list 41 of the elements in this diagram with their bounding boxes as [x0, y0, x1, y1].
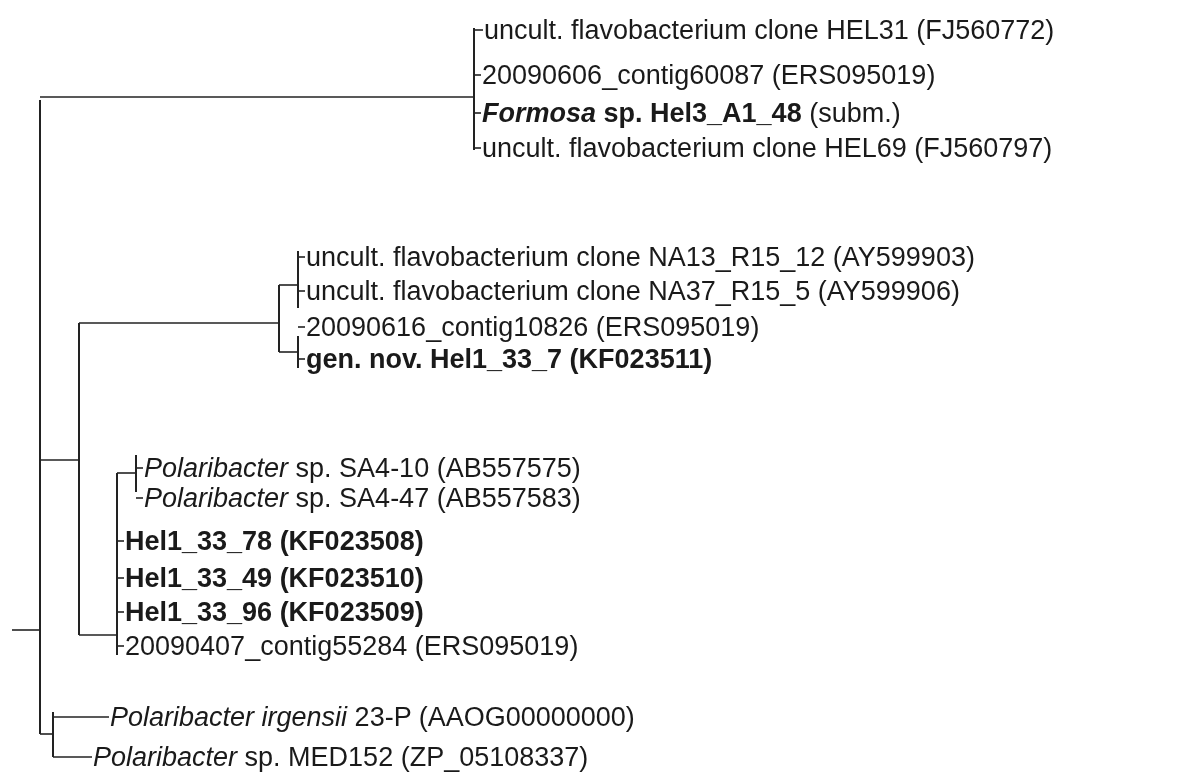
taxon-label: Polaribacter irgensii 23-P (AAOG00000000): [110, 702, 635, 732]
tree-branch-line: [116, 645, 125, 647]
tree-branch-line: [116, 540, 125, 542]
taxon-label: uncult. flavobacterium clone HEL69 (FJ560797): [482, 133, 1053, 163]
tree-branch-line: [278, 351, 299, 353]
taxon-label: Hel1_33_96 (KF023509): [125, 597, 424, 627]
tree-branch-line: [473, 74, 482, 76]
taxon-label: Formosa sp. Hel3_A1_48 (subm.): [482, 98, 901, 128]
tree-branch-line: [297, 326, 306, 328]
tree-branch-line: [473, 29, 484, 31]
tree-branch-line: [297, 256, 306, 258]
tree-branch-line: [297, 290, 306, 292]
tree-branch-line: [52, 716, 110, 718]
taxon-label: gen. nov. Hel1_33_7 (KF023511): [306, 344, 713, 374]
tree-branch-line: [297, 358, 306, 360]
tree-branch-line: [116, 611, 125, 613]
taxon-label: uncult. flavobacterium clone NA13_R15_12 (AY599903): [306, 242, 975, 272]
taxon-label: 20090616_contig10826 (ERS095019): [306, 312, 760, 342]
taxon-label: Polaribacter sp. SA4-47 (AB557583): [144, 483, 581, 513]
tree-branch-line: [116, 472, 137, 474]
tree-branch-line: [78, 634, 118, 636]
taxon-label: 20090606_contig60087 (ERS095019): [482, 60, 936, 90]
taxon-label: uncult. flavobacterium clone NA37_R15_5 (AY599906): [306, 276, 960, 306]
tree-branch-line: [39, 733, 54, 735]
taxon-label: 20090407_contig55284 (ERS095019): [125, 631, 579, 661]
taxon-label: Hel1_33_49 (KF023510): [125, 563, 424, 593]
taxon-label: Polaribacter sp. MED152 (ZP_05108337): [93, 742, 589, 772]
tree-branch-line: [278, 284, 299, 286]
tree-branch-line: [116, 577, 125, 579]
tree-branch-line: [135, 467, 144, 469]
tree-branch-line: [473, 147, 482, 149]
tree-branch-line: [11, 629, 41, 631]
tree-branch-line: [473, 112, 482, 114]
tree-branch-line: [39, 96, 475, 98]
taxon-label: Polaribacter sp. SA4-10 (AB557575): [144, 453, 581, 483]
tree-branch-line: [52, 756, 93, 758]
tree-branch-line: [135, 497, 144, 499]
tree-branch-line: [78, 322, 280, 324]
taxon-label: Hel1_33_78 (KF023508): [125, 526, 424, 556]
tree-branch-line: [39, 459, 80, 461]
taxon-label: uncult. flavobacterium clone HEL31 (FJ560772): [484, 15, 1055, 45]
